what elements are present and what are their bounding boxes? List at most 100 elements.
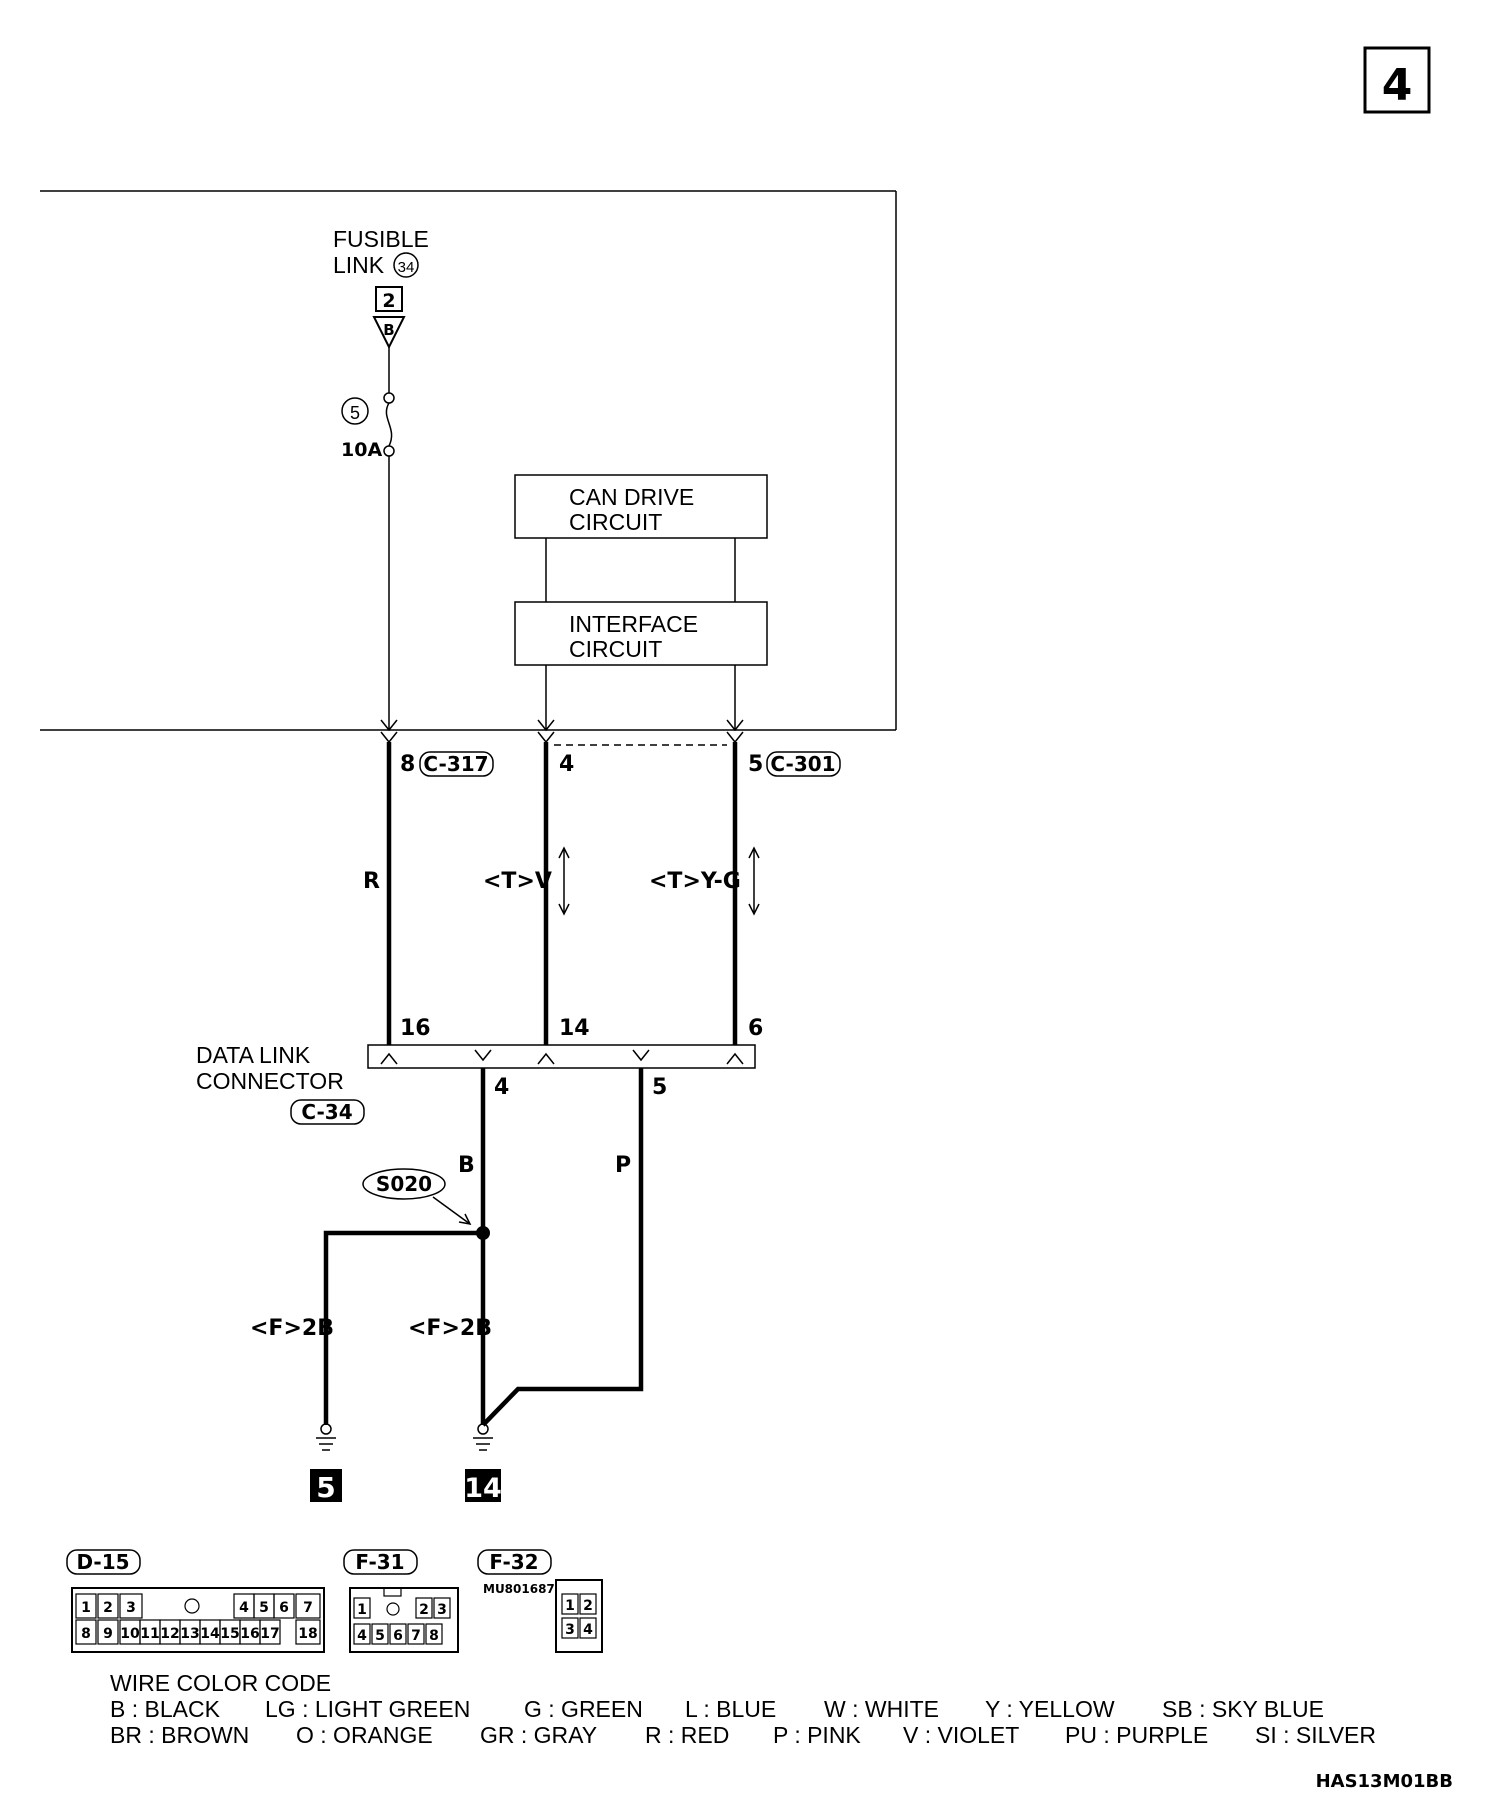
fusible-link-number: 34 (398, 259, 415, 276)
connector-view-f31: F-31 (343, 1549, 459, 1653)
internal-leads (545, 538, 736, 730)
fuse (341, 347, 395, 730)
connector-c34-label: C-34 (301, 1100, 352, 1124)
fusible-link: FUSIBLE LINK 34 2 B (333, 226, 429, 350)
page-number-box: 4 (1363, 46, 1431, 114)
page-number: 4 (1382, 60, 1413, 111)
can-drive-circuit-block: CAN DRIVE CIRCUIT (514, 474, 768, 539)
connector-view-d15: D-15 (66, 1549, 325, 1653)
legend-entry: LG : LIGHT GREEN (265, 1696, 470, 1722)
pin-label-top-v: 4 (559, 752, 574, 777)
f31-pin-4: 4 (357, 1628, 367, 1644)
legend-title: WIRE COLOR CODE (110, 1670, 331, 1696)
wire-p (481, 1068, 644, 1427)
f31-pin-6: 6 (393, 1628, 403, 1644)
wire-label-yg: <T>Y-G (649, 869, 741, 894)
d15-pin-10: 10 (120, 1626, 140, 1642)
comm-arrows (558, 846, 760, 916)
legend-entry: R : RED (645, 1722, 729, 1748)
dlc-pin-b: 4 (494, 1075, 509, 1100)
f31-pin-1: 1 (357, 1602, 367, 1618)
fusible-link-wire-color: B (383, 321, 394, 339)
legend-entry: GR : GRAY (480, 1722, 597, 1748)
dlc-pin-yg: 6 (748, 1016, 763, 1041)
can-drive-label-1: CAN DRIVE (569, 484, 694, 510)
d15-pin-6: 6 (279, 1600, 289, 1616)
d15-pin-7: 7 (303, 1600, 313, 1616)
legend-entry: P : PINK (773, 1722, 861, 1748)
wires (323, 742, 738, 1427)
dlc-label-1: DATA LINK (196, 1042, 311, 1068)
dlc-pin-v: 14 (559, 1016, 590, 1041)
f32-pin-1: 1 (565, 1598, 575, 1614)
connector-c317-label: C-317 (423, 752, 488, 776)
connector-c301: C-301 (766, 751, 841, 777)
d15-pin-5: 5 (259, 1600, 269, 1616)
d15-pin-12: 12 (160, 1626, 179, 1642)
ecu-terminals (380, 719, 744, 746)
d15-pin-17: 17 (260, 1626, 279, 1642)
d15-pin-3: 3 (126, 1600, 136, 1616)
wire-label-v: <T>V (483, 869, 552, 894)
connector-f32-label: F-32 (489, 1550, 538, 1574)
interface-label-2: CIRCUIT (569, 636, 662, 662)
d15-pin-11: 11 (140, 1626, 159, 1642)
dlc-pin-p: 5 (652, 1075, 667, 1100)
f31-pin-7: 7 (411, 1628, 421, 1644)
legend-entry: V : VIOLET (903, 1722, 1019, 1748)
f32-pin-4: 4 (583, 1622, 593, 1638)
fuse-number: 5 (350, 403, 360, 423)
d15-pin-1: 1 (81, 1600, 91, 1616)
legend-entry: G : GREEN (524, 1696, 643, 1722)
dlc-label-2: CONNECTOR (196, 1068, 344, 1094)
fuse-rating: 10A (341, 439, 382, 461)
ground-left-number: 5 (316, 1471, 335, 1504)
f31-pin-8: 8 (429, 1628, 439, 1644)
d15-pin-4: 4 (239, 1600, 249, 1616)
drawing-code: HAS13M01BB (1316, 1771, 1453, 1792)
legend-entry: L : BLUE (685, 1696, 776, 1722)
f32-pin-3: 3 (565, 1622, 575, 1638)
fusible-link-label-2: LINK (333, 252, 385, 278)
ground-right (473, 1423, 493, 1451)
pin-label-top-yg: 5 (748, 752, 763, 777)
legend-entry: W : WHITE (824, 1696, 939, 1722)
splice-s020: S020 (362, 1168, 472, 1226)
legend-entry: B : BLACK (110, 1696, 221, 1722)
ground-left (316, 1423, 336, 1451)
connector-c301-label: C-301 (770, 752, 835, 776)
interface-label-1: INTERFACE (569, 611, 698, 637)
legend-entry: SB : SKY BLUE (1162, 1696, 1324, 1722)
connector-f32-part-no: MU801687 (483, 1582, 555, 1596)
wire-label-f2b-left: <F>2B (250, 1316, 334, 1341)
legend-entry: SI : SILVER (1255, 1722, 1376, 1748)
splice-s020-dot (476, 1226, 490, 1240)
f31-pin-5: 5 (375, 1628, 385, 1644)
d15-pin-15: 15 (220, 1626, 239, 1642)
control-unit-outline (40, 190, 897, 731)
legend-entry: BR : BROWN (110, 1722, 249, 1748)
pin-label-top-r: 8 (400, 752, 415, 777)
connector-view-f32: F-32 MU801687 (477, 1549, 603, 1653)
f31-pin-3: 3 (437, 1602, 447, 1618)
d15-pin-13: 13 (180, 1626, 199, 1642)
wire-label-b: B (458, 1153, 475, 1178)
legend-entry: PU : PURPLE (1065, 1722, 1208, 1748)
d15-pin-8: 8 (81, 1626, 91, 1642)
legend-entry: O : ORANGE (296, 1722, 433, 1748)
f32-pin-2: 2 (583, 1598, 593, 1614)
wire-f2b-left (323, 1230, 483, 1425)
wire-label-f2b-right: <F>2B (408, 1316, 492, 1341)
interface-circuit-block: INTERFACE CIRCUIT (514, 601, 768, 666)
f31-pin-2: 2 (419, 1602, 429, 1618)
fusible-link-pin: 2 (382, 290, 395, 312)
splice-s020-label: S020 (376, 1172, 432, 1196)
fusible-link-label-1: FUSIBLE (333, 226, 429, 252)
can-drive-label-2: CIRCUIT (569, 509, 662, 535)
connector-c317: C-317 (419, 751, 494, 777)
legend-entry: Y : YELLOW (985, 1696, 1115, 1722)
data-link-connector (367, 1044, 756, 1069)
dlc-pin-r: 16 (400, 1016, 431, 1041)
legend-row-2: BR : BROWN O : ORANGE GR : GRAY R : RED P : … (110, 1722, 1376, 1748)
